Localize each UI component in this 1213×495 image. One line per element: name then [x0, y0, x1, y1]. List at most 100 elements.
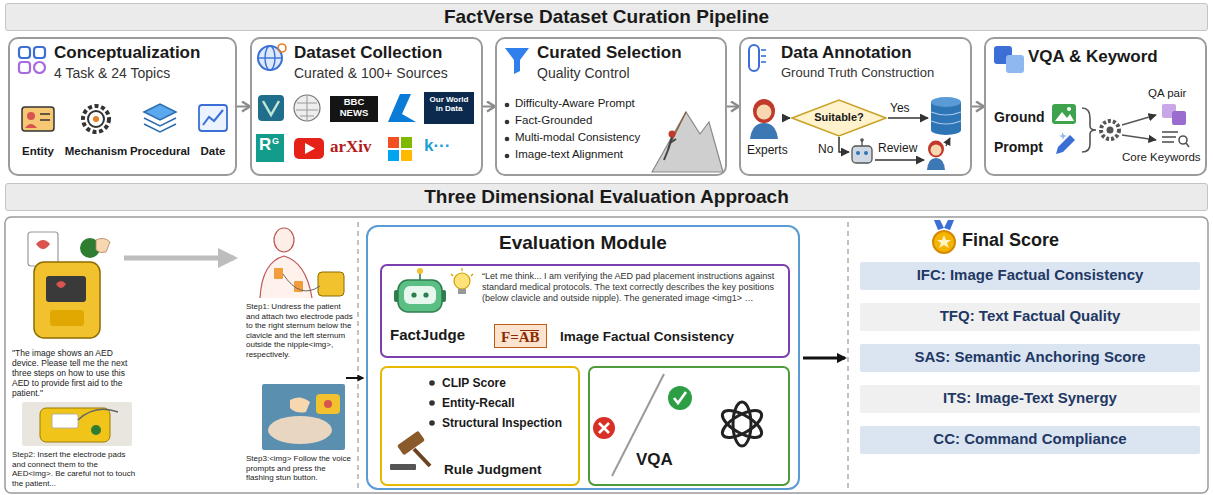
stage-box: VQA & KeywordGroundPromptQA pairCore Key…: [984, 37, 1207, 176]
openai-logo: [718, 405, 765, 443]
openai-logo: [718, 402, 765, 446]
image-icon: [1052, 104, 1076, 124]
module-name: Rule Judgment: [444, 462, 542, 478]
reviewer-figure: [931, 145, 942, 156]
flow-arrow: [888, 117, 928, 119]
climber-illustration: [668, 137, 672, 150]
aed-photo: [78, 409, 118, 420]
logo-text: G: [272, 136, 279, 147]
date-icon: [199, 105, 227, 131]
mechanism-icon: [88, 111, 104, 127]
image-icon: [1067, 107, 1071, 111]
training-photo: [262, 384, 345, 450]
stage-title: Conceptualization: [54, 43, 200, 63]
procedural-icon: [144, 104, 176, 120]
entity-icon: [22, 107, 54, 131]
reasoning-quote: “Let me think... I am verifying the AED …: [482, 271, 784, 304]
patient-sketch: [283, 274, 320, 291]
funnel-icon: [505, 48, 529, 74]
rule-box: CLIP ScoreEntity-RecallStructural Inspec…: [380, 366, 580, 486]
flow-label: Yes: [890, 101, 910, 115]
concept-logo: [19, 47, 30, 58]
stage-subtitle: Curated & 100+ Sources: [294, 65, 448, 82]
stage-subtitle: Ground Truth Construction: [781, 65, 934, 81]
keyword-icon: [1162, 136, 1176, 138]
stage-title: Curated Selection: [537, 43, 682, 63]
journal-logo: [258, 95, 284, 121]
entity-icon: [22, 107, 54, 131]
bullet-text: CLIP Score: [442, 376, 506, 390]
youtube-logo: [294, 138, 324, 159]
judge-name: FactJudge: [390, 326, 465, 344]
windows-logo: [401, 150, 412, 161]
module-name: VQA: [636, 450, 673, 470]
procedural-icon: [144, 104, 176, 132]
bullet-text: Image-text Alignment: [515, 148, 623, 162]
expert-figure: [750, 123, 778, 139]
stage-box: Conceptualization4 Task & 24 TopicsEntit…: [8, 37, 237, 176]
flow-arrow: [839, 137, 849, 152]
flow-arrow: [803, 357, 845, 360]
icon-caption: Experts: [747, 143, 788, 157]
journal-logo: [263, 101, 279, 115]
image-icon: [1055, 112, 1074, 121]
mechanism-icon: [83, 106, 109, 132]
flow-arrow: [782, 117, 790, 119]
bullet-dot: [429, 380, 435, 426]
bullet-dot: [505, 120, 510, 125]
gavel-icon: [397, 431, 425, 456]
robot-icon: [864, 151, 868, 155]
patient-sketch: [318, 272, 344, 296]
aed-device-image: [46, 276, 86, 302]
aed-photo: [40, 408, 110, 442]
bullet-dot: [505, 103, 510, 159]
score-bar: ITS: Image-Text Synergy: [860, 385, 1200, 413]
score-bar: TFQ: Text Factual Quality: [860, 303, 1200, 331]
title-band: FactVerse Dataset Curation Pipeline: [5, 3, 1208, 31]
metric-name: Image Factual Consistency: [560, 329, 734, 345]
icon-caption: Mechanism: [62, 145, 130, 159]
formula-text: F=AB: [494, 324, 547, 348]
stage-title: Dataset Collection: [294, 43, 442, 63]
example-prompt: "The image shows an AED device. Please t…: [12, 348, 136, 398]
decision-text: Suitable?: [791, 110, 887, 126]
flow-arrow: [1122, 135, 1156, 140]
windows-logo: [401, 137, 412, 148]
formula-overline: [520, 330, 539, 331]
aed-device-image: [56, 281, 66, 288]
patient-sketch: [274, 268, 283, 279]
funnel-icon: [505, 48, 529, 74]
score-label: TFQ: Text Factual Quality: [860, 307, 1200, 325]
keyword-icon: [1162, 131, 1178, 133]
keyword-icon: [1162, 141, 1174, 143]
cross-icon: [593, 417, 615, 439]
cross-icon: [599, 423, 609, 433]
concept-logo: [34, 47, 45, 58]
factjudge-robot: [398, 280, 442, 312]
youtube-logo: [294, 138, 324, 159]
concept-logo: [19, 62, 30, 73]
aed-device-image: [96, 238, 110, 252]
robot-icon: [860, 138, 864, 142]
database-icon: [931, 97, 961, 107]
flow-arrow: [124, 256, 234, 261]
reviewer-figure: [927, 141, 945, 171]
bullet-text: Multi-modal Consistency: [515, 131, 640, 145]
expert-figure: [750, 99, 778, 139]
logo-text: Our World in Data: [424, 92, 474, 124]
windows-logo: [388, 150, 399, 161]
openai-logo: [718, 405, 765, 443]
climber-illustration: [669, 131, 676, 138]
flow-chevron: [727, 106, 739, 108]
climber-illustration: [670, 139, 676, 143]
reviewer-figure: [928, 141, 944, 158]
icon-caption: Procedural: [128, 145, 192, 159]
factjudge-robot: [394, 268, 446, 312]
gear-icon: [1101, 121, 1119, 139]
section-title: Three Dimensional Evaluation Approach: [6, 186, 1207, 209]
qa-pair-icon: [1172, 111, 1186, 125]
lightbulb-icon: [454, 273, 470, 289]
aed-photo: [22, 402, 132, 446]
lightbulb-icon: [451, 274, 453, 276]
flow-arrow: [875, 159, 924, 161]
